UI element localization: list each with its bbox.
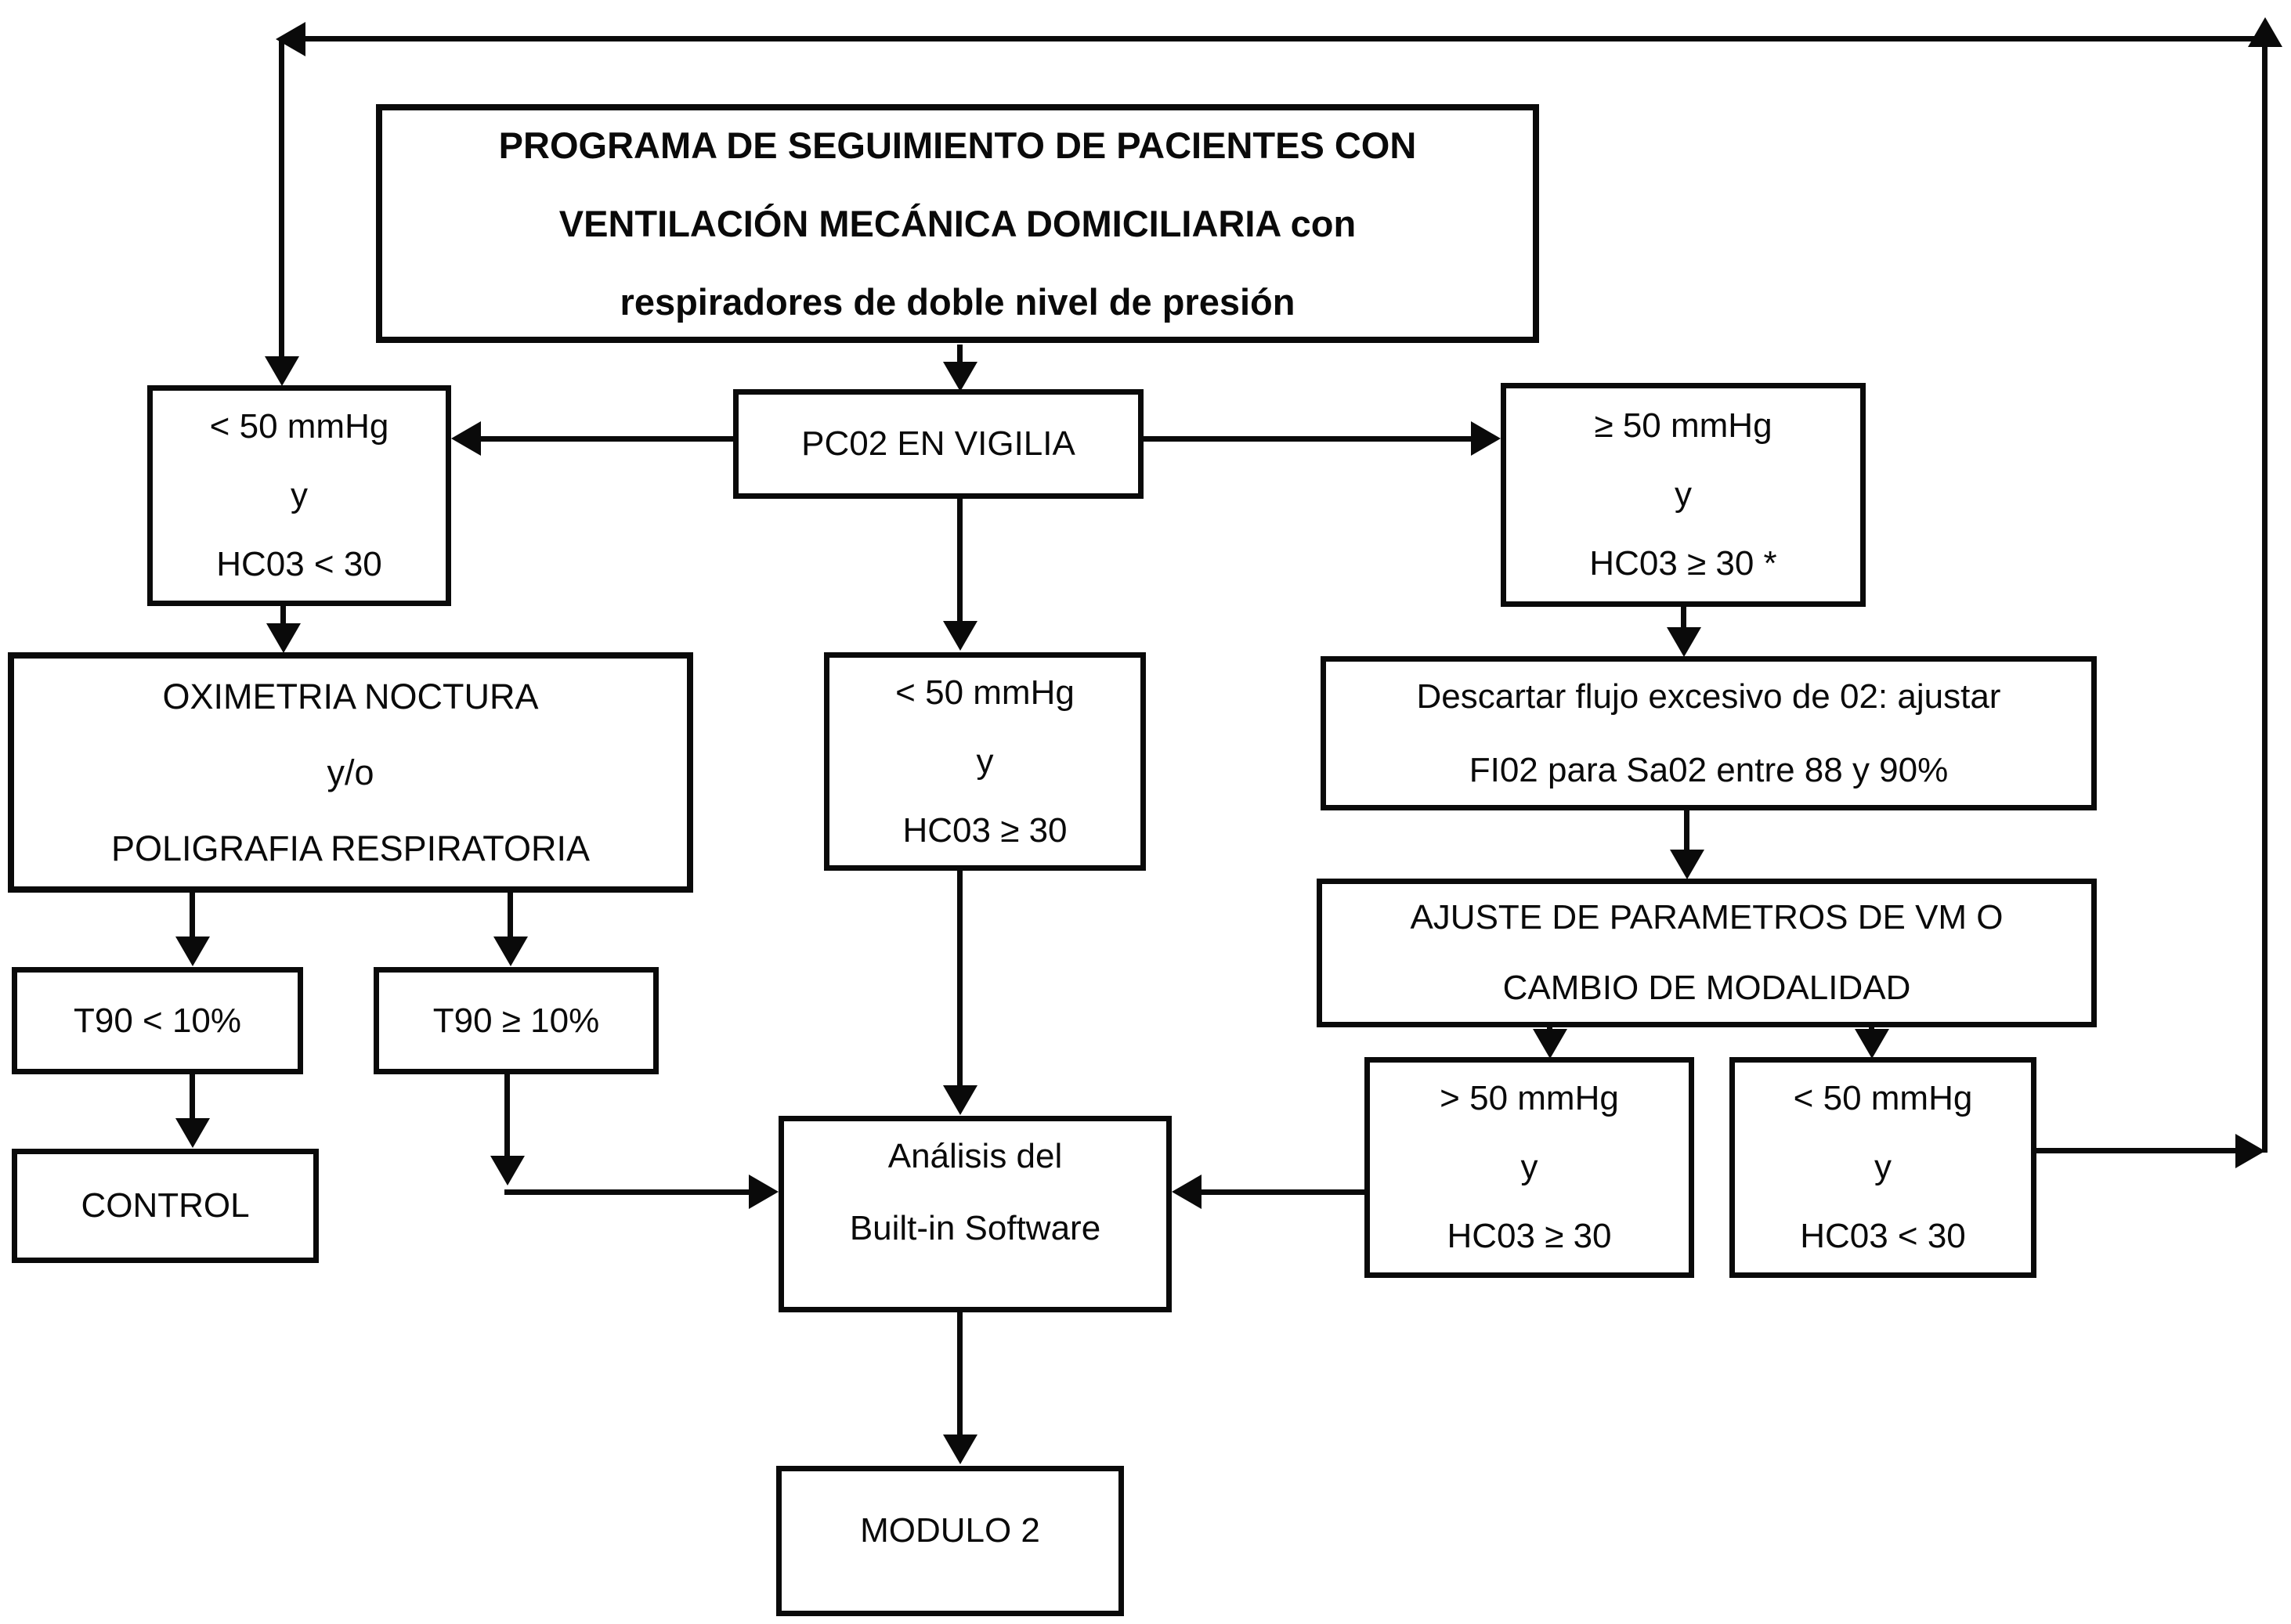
node-center-criteria-line: < 50 mmHg [895,673,1075,712]
arrowhead-down-icon [175,1118,210,1148]
node-right-criteria: ≥ 50 mmHg y HC03 ≥ 30 * [1501,383,1866,607]
node-oximetria-line: OXIMETRIA NOCTURA [162,677,539,716]
node-modulo-2-line: MODULO 2 [860,1511,1040,1550]
arrowhead-left-icon [451,421,481,456]
node-modulo-2: MODULO 2 [776,1466,1124,1616]
node-gt50-criteria: > 50 mmHg y HC03 ≥ 30 [1364,1057,1694,1278]
node-left-criteria-line: < 50 mmHg [209,407,389,446]
node-oximetria-poligrafia: OXIMETRIA NOCTURA y/o POLIGRAFIA RESPIRA… [8,652,693,893]
node-pco2-vigilia-line: PC02 EN VIGILIA [801,424,1075,463]
node-ajuste-parametros: AJUSTE DE PARAMETROS DE VM O CAMBIO DE M… [1317,879,2097,1027]
node-control-line: CONTROL [81,1186,250,1225]
node-t90-lt-10: T90 < 10% [12,967,303,1074]
arrowhead-down-icon [943,1085,977,1115]
node-lt50-criteria-line: y [1874,1148,1892,1186]
connector-center-to-analisis-line [957,871,963,1087]
arrowhead-down-icon [490,1156,525,1186]
arrowhead-right-icon [749,1175,779,1209]
connector-lt50-to-feedback-line [2036,1148,2235,1153]
arrowhead-down-icon [493,937,528,966]
node-descartar-flujo: Descartar flujo excesivo de 02: ajustar … [1321,656,2097,810]
node-lt50-criteria-line: HC03 < 30 [1800,1217,1966,1255]
node-right-criteria-line: ≥ 50 mmHg [1594,406,1772,445]
node-left-criteria-line: y [291,476,308,514]
arrowhead-down-icon [943,621,977,651]
node-analisis-line: Built-in Software [849,1208,1101,1247]
arrowhead-down-icon [943,1435,977,1464]
node-right-criteria-line: y [1675,475,1692,514]
node-t90-ge-10: T90 ≥ 10% [374,967,659,1074]
node-t90-ge-10-line: T90 ≥ 10% [432,1001,600,1040]
node-analisis-line: Análisis del [887,1136,1063,1175]
arrowhead-left-icon [1172,1175,1202,1209]
node-title-line: PROGRAMA DE SEGUIMIENTO DE PACIENTES CON [498,124,1417,166]
node-descartar-line: Descartar flujo excesivo de 02: ajustar [1416,677,2001,716]
node-lt50-criteria-line: < 50 mmHg [1793,1079,1973,1117]
node-gt50-criteria-line: y [1520,1148,1538,1186]
arrowhead-down-icon [175,937,210,966]
connector-oximetria-to-t90lt-line [190,893,195,938]
arrowhead-down-icon [943,362,977,392]
arrowhead-down-icon [1533,1029,1567,1059]
arrowhead-down-icon [1670,850,1704,879]
node-ajuste-line: CAMBIO DE MODALIDAD [1502,969,1911,1007]
arrowhead-up-icon [2248,17,2282,47]
node-t90-lt-10-line: T90 < 10% [73,1001,242,1040]
node-title-line: VENTILACIÓN MECÁNICA DOMICILIARIA con [558,202,1357,244]
connector-pco2-to-left-line [481,436,733,442]
node-center-criteria: < 50 mmHg y HC03 ≥ 30 [824,652,1146,871]
node-center-criteria-line: y [976,742,994,781]
connector-feedback-right-line [2262,44,2268,1153]
connector-t90ge-to-analisis-line [504,1189,749,1195]
node-title: PROGRAMA DE SEGUIMIENTO DE PACIENTES CON… [376,104,1539,343]
node-gt50-criteria-line: HC03 ≥ 30 [1447,1217,1612,1255]
node-analisis-software: Análisis del Built-in Software [779,1116,1172,1312]
connector-pco2-to-right-line [1144,436,1471,442]
connector-t90ge-down-line [504,1074,510,1157]
connector-gt50-to-analisis-line [1202,1189,1364,1195]
arrowhead-down-icon [265,356,299,386]
node-center-criteria-line: HC03 ≥ 30 [902,810,1068,850]
connector-right-to-descartar-line [1681,607,1686,629]
connector-analisis-to-modulo2-line [957,1312,963,1436]
node-descartar-line: FI02 para Sa02 entre 88 y 90% [1469,750,1949,789]
connector-descartar-to-ajuste-line [1684,810,1689,851]
connector-oximetria-to-t90ge-line [508,893,513,938]
node-gt50-criteria-line: > 50 mmHg [1440,1079,1619,1117]
node-lt50-criteria: < 50 mmHg y HC03 < 30 [1729,1057,2036,1278]
arrowhead-down-icon [1667,627,1701,657]
node-control: CONTROL [12,1149,319,1263]
connector-t90lt-to-control-line [190,1074,195,1120]
arrowhead-down-icon [266,623,301,653]
node-left-criteria-line: HC03 < 30 [216,545,382,583]
node-left-criteria: < 50 mmHg y HC03 < 30 [147,385,451,606]
connector-pco2-to-center-line [957,499,963,623]
node-right-criteria-line: HC03 ≥ 30 * [1589,544,1777,583]
node-oximetria-line: y/o [327,752,374,792]
connector-title-to-pco2-line [957,345,963,365]
node-ajuste-line: AJUSTE DE PARAMETROS DE VM O [1410,898,2004,937]
node-pco2-vigilia: PC02 EN VIGILIA [733,389,1144,499]
connector-feedback-left-line [279,38,284,358]
arrowhead-down-icon [1855,1029,1889,1059]
node-oximetria-line: POLIGRAFIA RESPIRATORIA [111,828,590,868]
arrowhead-right-icon [1471,421,1501,456]
connector-feedback-top-line [305,36,2267,42]
arrowhead-right-icon [2235,1134,2265,1168]
node-title-line: respiradores de doble nivel de presión [620,280,1295,323]
connector-left-to-oximetria-line [280,606,286,625]
